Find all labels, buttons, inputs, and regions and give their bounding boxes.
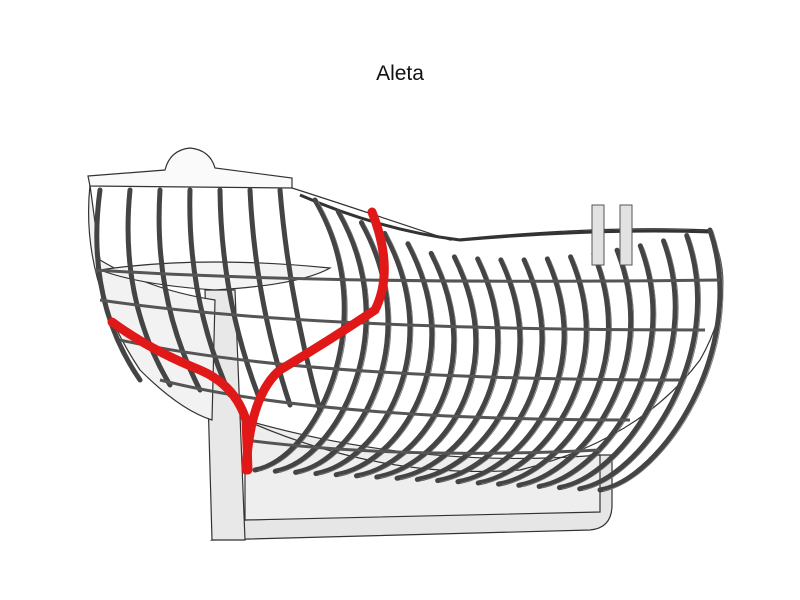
stern-frame [187, 187, 233, 398]
hull-frame-edge [339, 244, 436, 477]
hull-frame [435, 257, 545, 484]
hull-frame [455, 256, 567, 485]
stern-frame [277, 187, 323, 413]
ribband [119, 338, 681, 382]
hull-frame-edge [501, 254, 612, 486]
hull-frame-edge [521, 251, 635, 487]
hull-frame [353, 250, 457, 479]
hull-frame [414, 257, 523, 482]
hull-frame [516, 247, 634, 488]
hull-frame [252, 197, 347, 473]
hull-frame [394, 256, 501, 481]
hull-frame [556, 238, 678, 491]
stern-frame [247, 187, 293, 408]
hull-frame-edge [379, 257, 480, 479]
sheer-rail [299, 193, 713, 242]
highlighted-frame-stern [107, 317, 253, 475]
hull-frame-edge [562, 241, 679, 490]
stern-frame [94, 187, 143, 383]
hull-frame [272, 208, 369, 474]
hull-frame-edge [542, 246, 657, 488]
hull-frame-edge [359, 254, 458, 478]
hull-frame [577, 233, 700, 492]
hull-frame [374, 254, 479, 480]
stern-frame [125, 187, 173, 388]
transom-cap [87, 147, 293, 189]
ribband [244, 438, 601, 455]
hull-frame [496, 251, 611, 487]
timberhead-post [619, 204, 633, 266]
hull-frame-edge [440, 260, 546, 482]
stern-frame [217, 187, 263, 403]
timberhead-post [591, 204, 605, 266]
ribband [94, 268, 721, 283]
hull-frame [536, 243, 656, 489]
hull-frame-edge [278, 212, 370, 473]
hull-frame-edge [399, 259, 502, 480]
hull-frame-edge [420, 260, 524, 481]
hull-frame-edge [582, 236, 701, 491]
hull-frame-edge [460, 259, 568, 484]
hull-frame [475, 254, 589, 486]
highlighted-frame-quarter [241, 207, 389, 475]
hull-frame-edge [481, 257, 590, 485]
hull-frame [597, 227, 723, 493]
hull-frame-edge [257, 200, 348, 472]
diagram-title: Aleta [376, 62, 424, 85]
hull-frame-edge [602, 230, 724, 492]
ribband [159, 378, 631, 422]
hull-frame [333, 241, 435, 478]
